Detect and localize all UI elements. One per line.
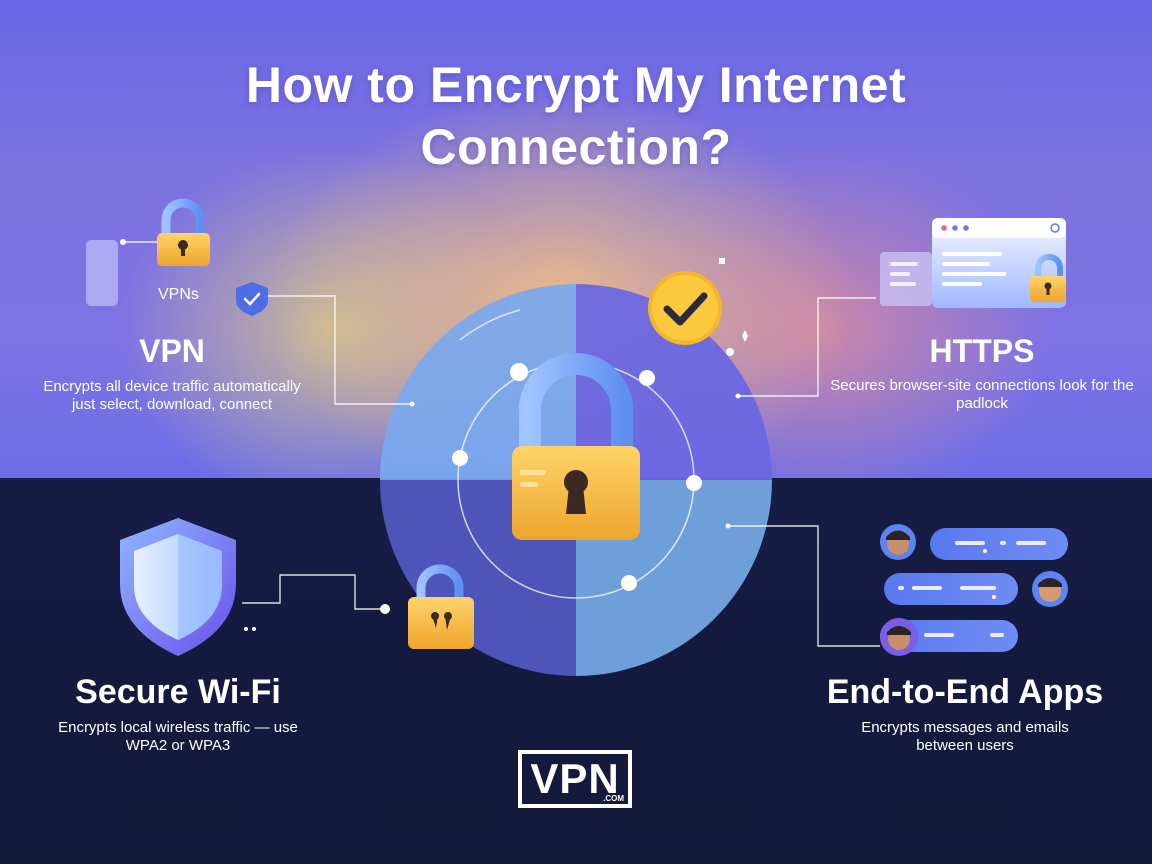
e2e-heading: End-to-End Apps: [826, 673, 1104, 711]
browser-window-icon: [880, 218, 1066, 308]
central-circle: [380, 258, 772, 676]
e2e-description: Encrypts messages and emails between use…: [861, 719, 1069, 754]
connector-lines: [123, 241, 880, 647]
logo-word: VPN: [530, 755, 620, 802]
vpn-shield-icon: [236, 282, 268, 316]
vpn-padlock-icon: [86, 198, 210, 306]
vpn-com-logo: VPN .COM: [518, 750, 632, 808]
wifi-shield-icon: [120, 518, 236, 656]
checkmark-icon: [648, 271, 722, 345]
logo-suffix: .COM: [603, 794, 624, 803]
https-heading: HTTPS: [929, 333, 1035, 369]
vpn-description: Encrypts all device traffic automaticall…: [43, 378, 301, 413]
central-padlock-icon: [512, 353, 640, 540]
page-title: How to Encrypt My Internet Connection?: [245, 57, 907, 175]
wifi-heading: Secure Wi-Fi: [75, 673, 281, 711]
https-description: Secures browser-site connections look fo…: [830, 377, 1134, 412]
vpn-icon-label: VPNs: [158, 286, 199, 303]
vpn-heading: VPN: [139, 333, 205, 369]
wifi-description: Encrypts local wireless traffic — use WP…: [58, 719, 298, 754]
wifi-padlock-icon: [408, 564, 474, 649]
avatar-icon: [880, 524, 1068, 656]
